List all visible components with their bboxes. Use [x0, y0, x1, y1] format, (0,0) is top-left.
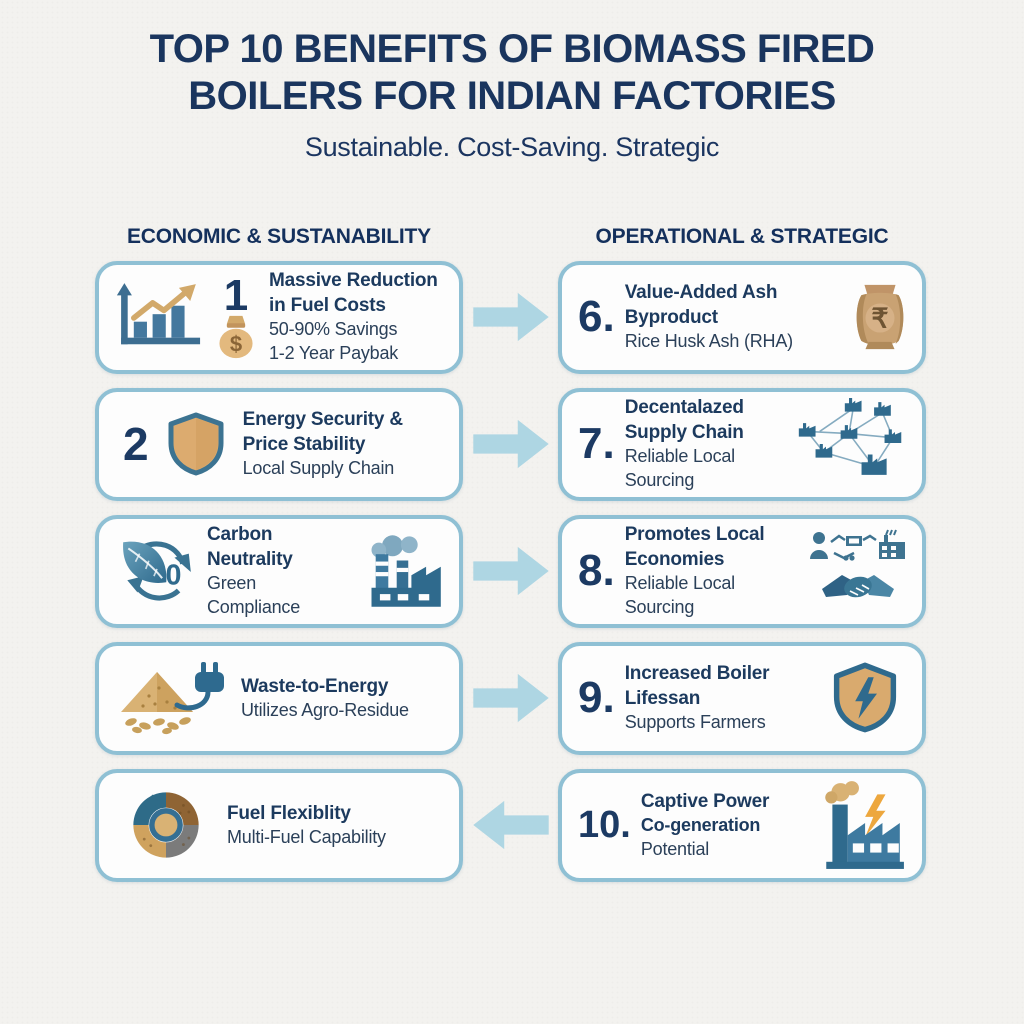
card-benefit-5: Fuel Flexiblity Multi-Fuel Capability — [95, 768, 463, 882]
benefit-title: Increased Boiler Lifessan — [624, 663, 770, 710]
column-headers: ECONOMIC & SUSTANABILITY OPERATIONAL & S… — [95, 225, 1024, 249]
benefit-number: 9. — [578, 673, 615, 723]
money-bag-icon: $ — [219, 315, 253, 359]
benefit-title: Value-Added Ash Byproduct — [624, 282, 778, 329]
benefit-title: Energy Security & Price Stability — [242, 409, 403, 456]
benefit-line: Reliable Local Sourcing — [624, 573, 735, 618]
dollar-glyph: $ — [230, 332, 242, 357]
multi-fuel-wheel-icon — [133, 792, 199, 858]
rupee-sack-icon: ₹ — [856, 284, 904, 350]
benefit-line: Utilizes Agro-Residue — [241, 699, 409, 720]
card-benefit-1: 1 $ Massive Reduction in Fuel Costs 50-9… — [95, 260, 463, 374]
benefit-line: Co-generation Potential — [640, 814, 761, 859]
card-benefit-8: 8. Promotes Local Economies Reliable Loc… — [558, 514, 926, 628]
right-column-header: OPERATIONAL & STRATEGIC — [595, 224, 889, 248]
benefit-line: Multi-Fuel Capability — [227, 826, 386, 847]
benefit-number: 1 — [223, 271, 249, 321]
benefit-line: 1-2 Year Paybak — [269, 343, 399, 364]
card-benefit-3: 0 Carbon Neutrality Green Compliance — [95, 514, 463, 628]
flow-arrow — [463, 769, 558, 882]
benefit-title: Carbon Neutrality — [207, 524, 293, 571]
benefit-line: 50-90% Savings — [269, 319, 398, 340]
benefit-line: Local Supply Chain — [242, 458, 395, 479]
page-title-line2: BOILERS FOR INDIAN FACTORIES — [188, 73, 836, 118]
page-subtitle: Sustainable. Cost-Saving. Strategic — [304, 131, 720, 162]
flow-arrow — [463, 388, 558, 501]
card-benefit-9: 9. Increased Boiler Lifessan Supports Fa… — [558, 641, 926, 755]
benefit-line: Rice Husk Ash (RHA) — [624, 331, 793, 352]
flow-arrow — [463, 515, 558, 628]
benefit-line: Supports Farmers — [624, 712, 766, 733]
card-benefit-10: 10. Captive Power Co-generation Potentia… — [558, 768, 926, 882]
biomass-pile-plug-icon — [121, 662, 224, 735]
benefit-number: 10. — [578, 804, 631, 847]
benefit-title: Captive Power — [640, 790, 770, 812]
benefits-board: 1 $ Massive Reduction in Fuel Costs 50-9… — [95, 260, 1024, 882]
card-benefit-7: 7. Decentalazed Supply Chain Reliable Lo… — [558, 387, 926, 501]
flow-arrow — [463, 642, 558, 755]
rupee-glyph: ₹ — [871, 303, 888, 333]
benefit-title: Waste-to-Energy — [241, 675, 389, 697]
benefit-line: Reliable Local Sourcing — [624, 446, 735, 491]
benefit-number: 7. — [578, 419, 615, 469]
factory-smoke-icon — [371, 535, 441, 607]
shield-icon — [168, 412, 224, 476]
left-column-header: ECONOMIC & SUSTANABILITY — [127, 224, 431, 248]
bar-chart-growth-icon — [116, 283, 201, 345]
benefit-line: Green Compliance — [207, 573, 301, 618]
benefit-number: 6. — [578, 292, 615, 342]
factory-lightning-icon — [825, 781, 904, 870]
zero-glyph: 0 — [165, 559, 181, 591]
page-title-line1: TOP 10 BENEFITS OF BIOMASS FIRED — [149, 27, 875, 71]
flow-arrow — [463, 261, 558, 374]
shield-lightning-icon — [833, 662, 897, 733]
page-title: TOP 10 BENEFITS OF BIOMASS FIRED BOILERS… — [0, 26, 1024, 120]
benefit-title: Massive Reduction in Fuel Costs — [269, 270, 438, 317]
factory-network-icon — [798, 398, 902, 475]
card-benefit-6: 6. Value-Added Ash Byproduct Rice Husk A… — [558, 260, 926, 374]
card-benefit-2: 2 Energy Security & Price Stability Loca… — [95, 387, 463, 501]
benefit-title: Decentalazed Supply Chain — [624, 397, 744, 444]
card-benefit-4: Waste-to-Energy Utilizes Agro-Residue — [95, 641, 463, 755]
benefit-title: Promotes Local Economies — [624, 524, 765, 571]
handshake-trade-icon — [810, 529, 905, 598]
benefit-number: 8. — [578, 546, 615, 596]
carbon-zero-leaf-icon: 0 — [123, 541, 191, 601]
benefit-number: 2 — [123, 418, 149, 471]
benefit-title: Fuel Flexiblity — [227, 802, 351, 824]
